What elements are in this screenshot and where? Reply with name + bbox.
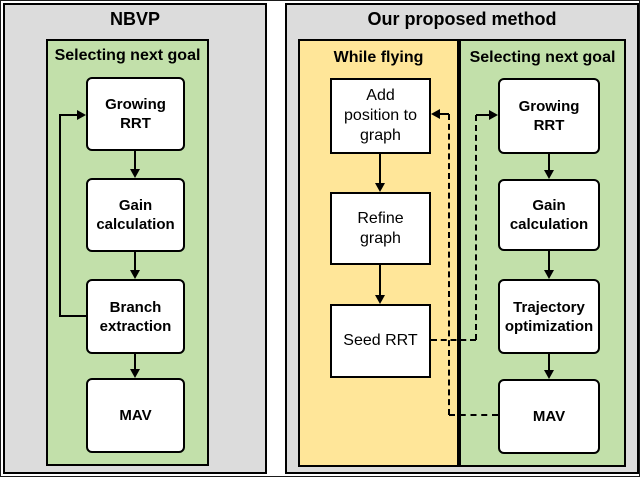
dashed-mav-to-graph-vertical [448, 114, 450, 415]
node-add-position-to-graph: Add position to graph [330, 78, 431, 154]
dashed-seed-to-growing-vertical [475, 115, 477, 340]
node-refine-graph: Refine graph [330, 192, 431, 265]
arrowhead-nbvp-branch-to-mav [130, 369, 140, 378]
node-seed-rrt: Seed RRT [330, 304, 431, 378]
dashed-mav-to-graph-bottom [449, 414, 498, 416]
node-proposed-mav: MAV [498, 379, 600, 454]
arrow-nbvp-branch-to-mav [134, 354, 136, 370]
arrowhead-nbvp-growing-to-gain [130, 169, 140, 178]
arrowhead-proposed-gain-to-trajectory [544, 270, 554, 279]
node-nbvp-gain-calculation: Gain calculation [86, 178, 185, 252]
node-proposed-growing-rrt: Growing RRT [498, 78, 600, 154]
arrowhead-addposition-to-refine [375, 183, 385, 192]
arrowhead-nbvp-loop-to-growing [77, 110, 86, 120]
dashed-seed-to-growing-bottom [431, 339, 476, 341]
arrowhead-seed-to-growing [489, 110, 498, 120]
arrow-nbvp-growing-to-gain [134, 151, 136, 170]
arrow-trajectory-to-mav [548, 354, 550, 371]
node-nbvp-mav: MAV [86, 378, 185, 453]
arrow-nbvp-gain-to-branch [134, 252, 136, 271]
arrowhead-nbvp-gain-to-branch [130, 270, 140, 279]
arrowhead-trajectory-to-mav [544, 370, 554, 379]
arrowhead-refine-to-seed [375, 295, 385, 304]
arrow-addposition-to-refine [379, 154, 381, 184]
node-trajectory-optimization: Trajectory optimization [498, 279, 600, 354]
arrowhead-proposed-growing-to-gain [544, 170, 554, 179]
loop-nbvp-top-segment [59, 114, 77, 116]
node-proposed-gain-calculation: Gain calculation [498, 179, 600, 251]
arrowhead-mav-to-graph [431, 109, 440, 119]
arrow-refine-to-seed [379, 265, 381, 296]
proposed-title: Our proposed method [367, 9, 557, 29]
arrow-proposed-gain-to-trajectory [548, 251, 550, 271]
arrow-proposed-growing-to-gain [548, 154, 550, 171]
dashed-mav-to-graph-top [439, 113, 449, 115]
loop-nbvp-bottom-segment [59, 315, 86, 317]
while-flying-header: While flying [333, 49, 424, 66]
dashed-seed-to-growing-top [476, 114, 490, 116]
node-nbvp-branch-extraction: Branch extraction [86, 279, 185, 354]
node-nbvp-growing-rrt: Growing RRT [86, 77, 185, 151]
nbvp-selecting-header: Selecting next goal [54, 47, 201, 64]
loop-nbvp-vertical-segment [59, 114, 61, 317]
nbvp-title: NBVP [109, 9, 160, 29]
proposed-selecting-header: Selecting next goal [469, 49, 616, 66]
